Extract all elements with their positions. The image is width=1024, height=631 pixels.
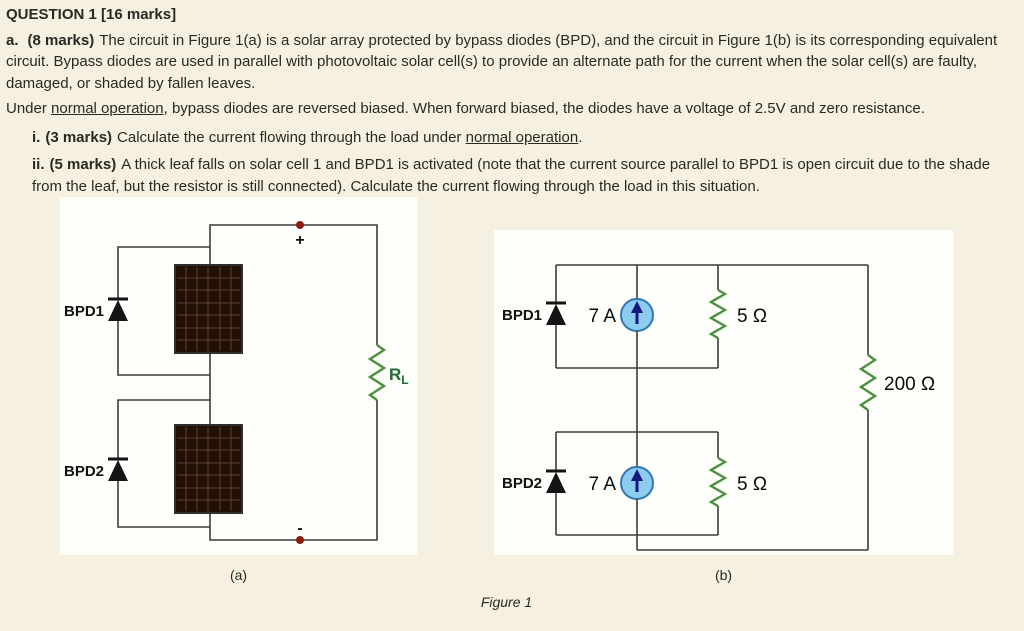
item-ii: ii. (5 marks)A thick leaf falls on solar … <box>6 154 1014 197</box>
circuit-a-diagram: + - BPD1 BPD2 RL <box>64 221 409 544</box>
source2-value-label: 7 A <box>589 474 617 495</box>
positive-terminal-dot <box>296 221 304 229</box>
note-pre: Under <box>6 100 52 117</box>
bpd2-branch-top-wire <box>117 399 210 459</box>
item-ii-text: A thick leaf falls on solar cell 1 and B… <box>32 156 991 195</box>
shunt-resistor-2 <box>708 456 728 508</box>
part-a-label: a. <box>6 31 19 49</box>
negative-terminal-dot <box>296 536 304 544</box>
bpd2-branch-bottom-wire <box>117 481 210 528</box>
question-text-block: QUESTION 1 [16 marks] a. (8 marks)The cir… <box>6 4 1014 203</box>
bpd1-branch-bottom-wire <box>117 321 210 376</box>
solar-cell-2-grid <box>177 427 240 511</box>
bpd2-label: BPD2 <box>502 475 542 492</box>
figure-a-panel: + - BPD1 BPD2 RL <box>60 197 417 555</box>
circuit-b-diagram: BPD1 7 A 5 Ω BPD2 7 A 5 Ω 200 Ω <box>502 264 935 551</box>
solar-cell-1-grid <box>177 267 240 351</box>
bpd1-diode-icon <box>108 300 128 321</box>
shunt2-value-label: 5 Ω <box>737 474 767 495</box>
item-i: i.(3 marks)Calculate the current flowing… <box>6 127 1014 149</box>
figure-b-sublabel: (b) <box>714 567 733 583</box>
wire-top-right <box>209 224 378 345</box>
figure-a-sublabel: (a) <box>229 567 248 583</box>
bpd2-diode-icon <box>546 472 566 493</box>
current-source-1-arrowhead <box>631 301 643 313</box>
part-a-paragraph: a. (8 marks)The circuit in Figure 1(a) is… <box>6 30 1014 95</box>
note-underline: normal operation <box>51 100 164 117</box>
item-i-underline: normal operation <box>465 128 579 146</box>
current-source-2-arrowhead <box>631 469 643 481</box>
part-a-text: The circuit in Figure 1(a) is a solar ar… <box>6 31 998 92</box>
figure-caption: Figure 1 <box>480 594 533 610</box>
item-ii-marks: (5 marks) <box>49 156 117 173</box>
load-value-label: 200 Ω <box>884 374 935 395</box>
bpd2-diode-icon <box>108 460 128 481</box>
figure-b-panel: BPD1 7 A 5 Ω BPD2 7 A 5 Ω 200 Ω <box>494 230 953 555</box>
item-i-label: i. <box>32 128 41 146</box>
operation-note: Under normal operation, bypass diodes ar… <box>6 98 1014 120</box>
shunt-resistor-1 <box>708 288 728 340</box>
note-post: , bypass diodes are reversed biased. Whe… <box>163 100 925 117</box>
source1-value-label: 7 A <box>589 306 617 327</box>
load-resistor-200 <box>858 354 878 411</box>
item-i-marks: (3 marks) <box>45 128 113 146</box>
rl-label: RL <box>389 365 409 387</box>
part-a-marks: (8 marks) <box>27 31 95 49</box>
minus-sign: - <box>297 520 302 537</box>
item-i-pre: Calculate the current flowing through th… <box>117 128 466 146</box>
bpd1-branch-top-wire <box>117 246 210 299</box>
bpd2-label: BPD2 <box>64 463 104 480</box>
plus-sign: + <box>295 232 304 249</box>
item-ii-label: ii. <box>32 156 45 173</box>
shunt1-value-label: 5 Ω <box>737 306 767 327</box>
question-title: QUESTION 1 [16 marks] <box>6 6 177 23</box>
item-i-post: . <box>578 128 583 146</box>
load-resistor-rl <box>367 344 387 401</box>
bpd1-label: BPD1 <box>64 303 104 320</box>
bpd1-label: BPD1 <box>502 307 542 324</box>
bpd1-diode-icon <box>546 304 566 325</box>
